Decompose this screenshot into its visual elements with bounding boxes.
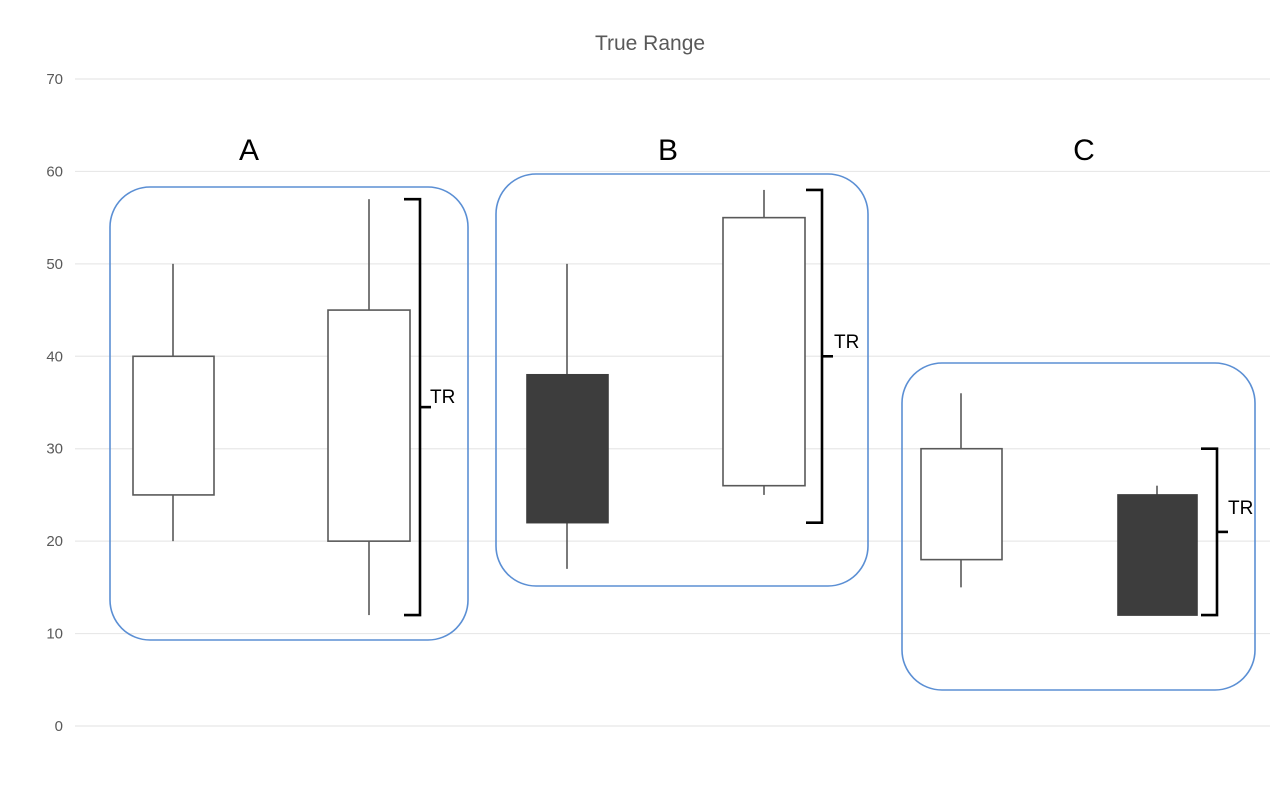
group-box-b (495, 173, 869, 587)
group-label-b: B (658, 134, 678, 167)
group-label-c: C (1073, 134, 1095, 167)
chart-title: True Range (595, 32, 705, 55)
candle-body-c-prev (920, 447, 1003, 561)
y-tick-label: 70 (46, 71, 63, 88)
gridlines (75, 78, 1270, 727)
true-range-labels: TR TR TR (430, 332, 1253, 519)
candle-body-a-prev (132, 355, 215, 496)
group-box-a (109, 186, 469, 641)
y-tick-label: 10 (46, 626, 63, 643)
candle-body-c-current (1117, 494, 1198, 616)
group-label-a: A (239, 134, 259, 167)
tr-label-c: TR (1228, 498, 1253, 519)
y-tick-label: 30 (46, 441, 63, 458)
y-tick-label: 40 (46, 348, 63, 365)
y-tick-label: 20 (46, 533, 63, 550)
candle-body-a-current (327, 309, 411, 542)
y-tick-label: 60 (46, 163, 63, 180)
y-tick-label: 0 (55, 718, 63, 735)
candlestick-series (132, 189, 1198, 616)
y-tick-label: 50 (46, 256, 63, 273)
candle-body-b-current (722, 216, 806, 487)
tr-label-a: TR (430, 387, 455, 408)
group-highlight-boxes (109, 173, 1256, 691)
tr-label-b: TR (834, 332, 859, 353)
y-axis-tick-labels: 70 60 50 40 30 20 10 0 (46, 71, 63, 735)
group-box-c (901, 362, 1256, 691)
candle-body-b-prev (526, 373, 609, 524)
true-range-brackets (404, 188, 1228, 617)
group-labels: A B C (239, 134, 1095, 167)
true-range-bracket-c (1201, 447, 1219, 617)
